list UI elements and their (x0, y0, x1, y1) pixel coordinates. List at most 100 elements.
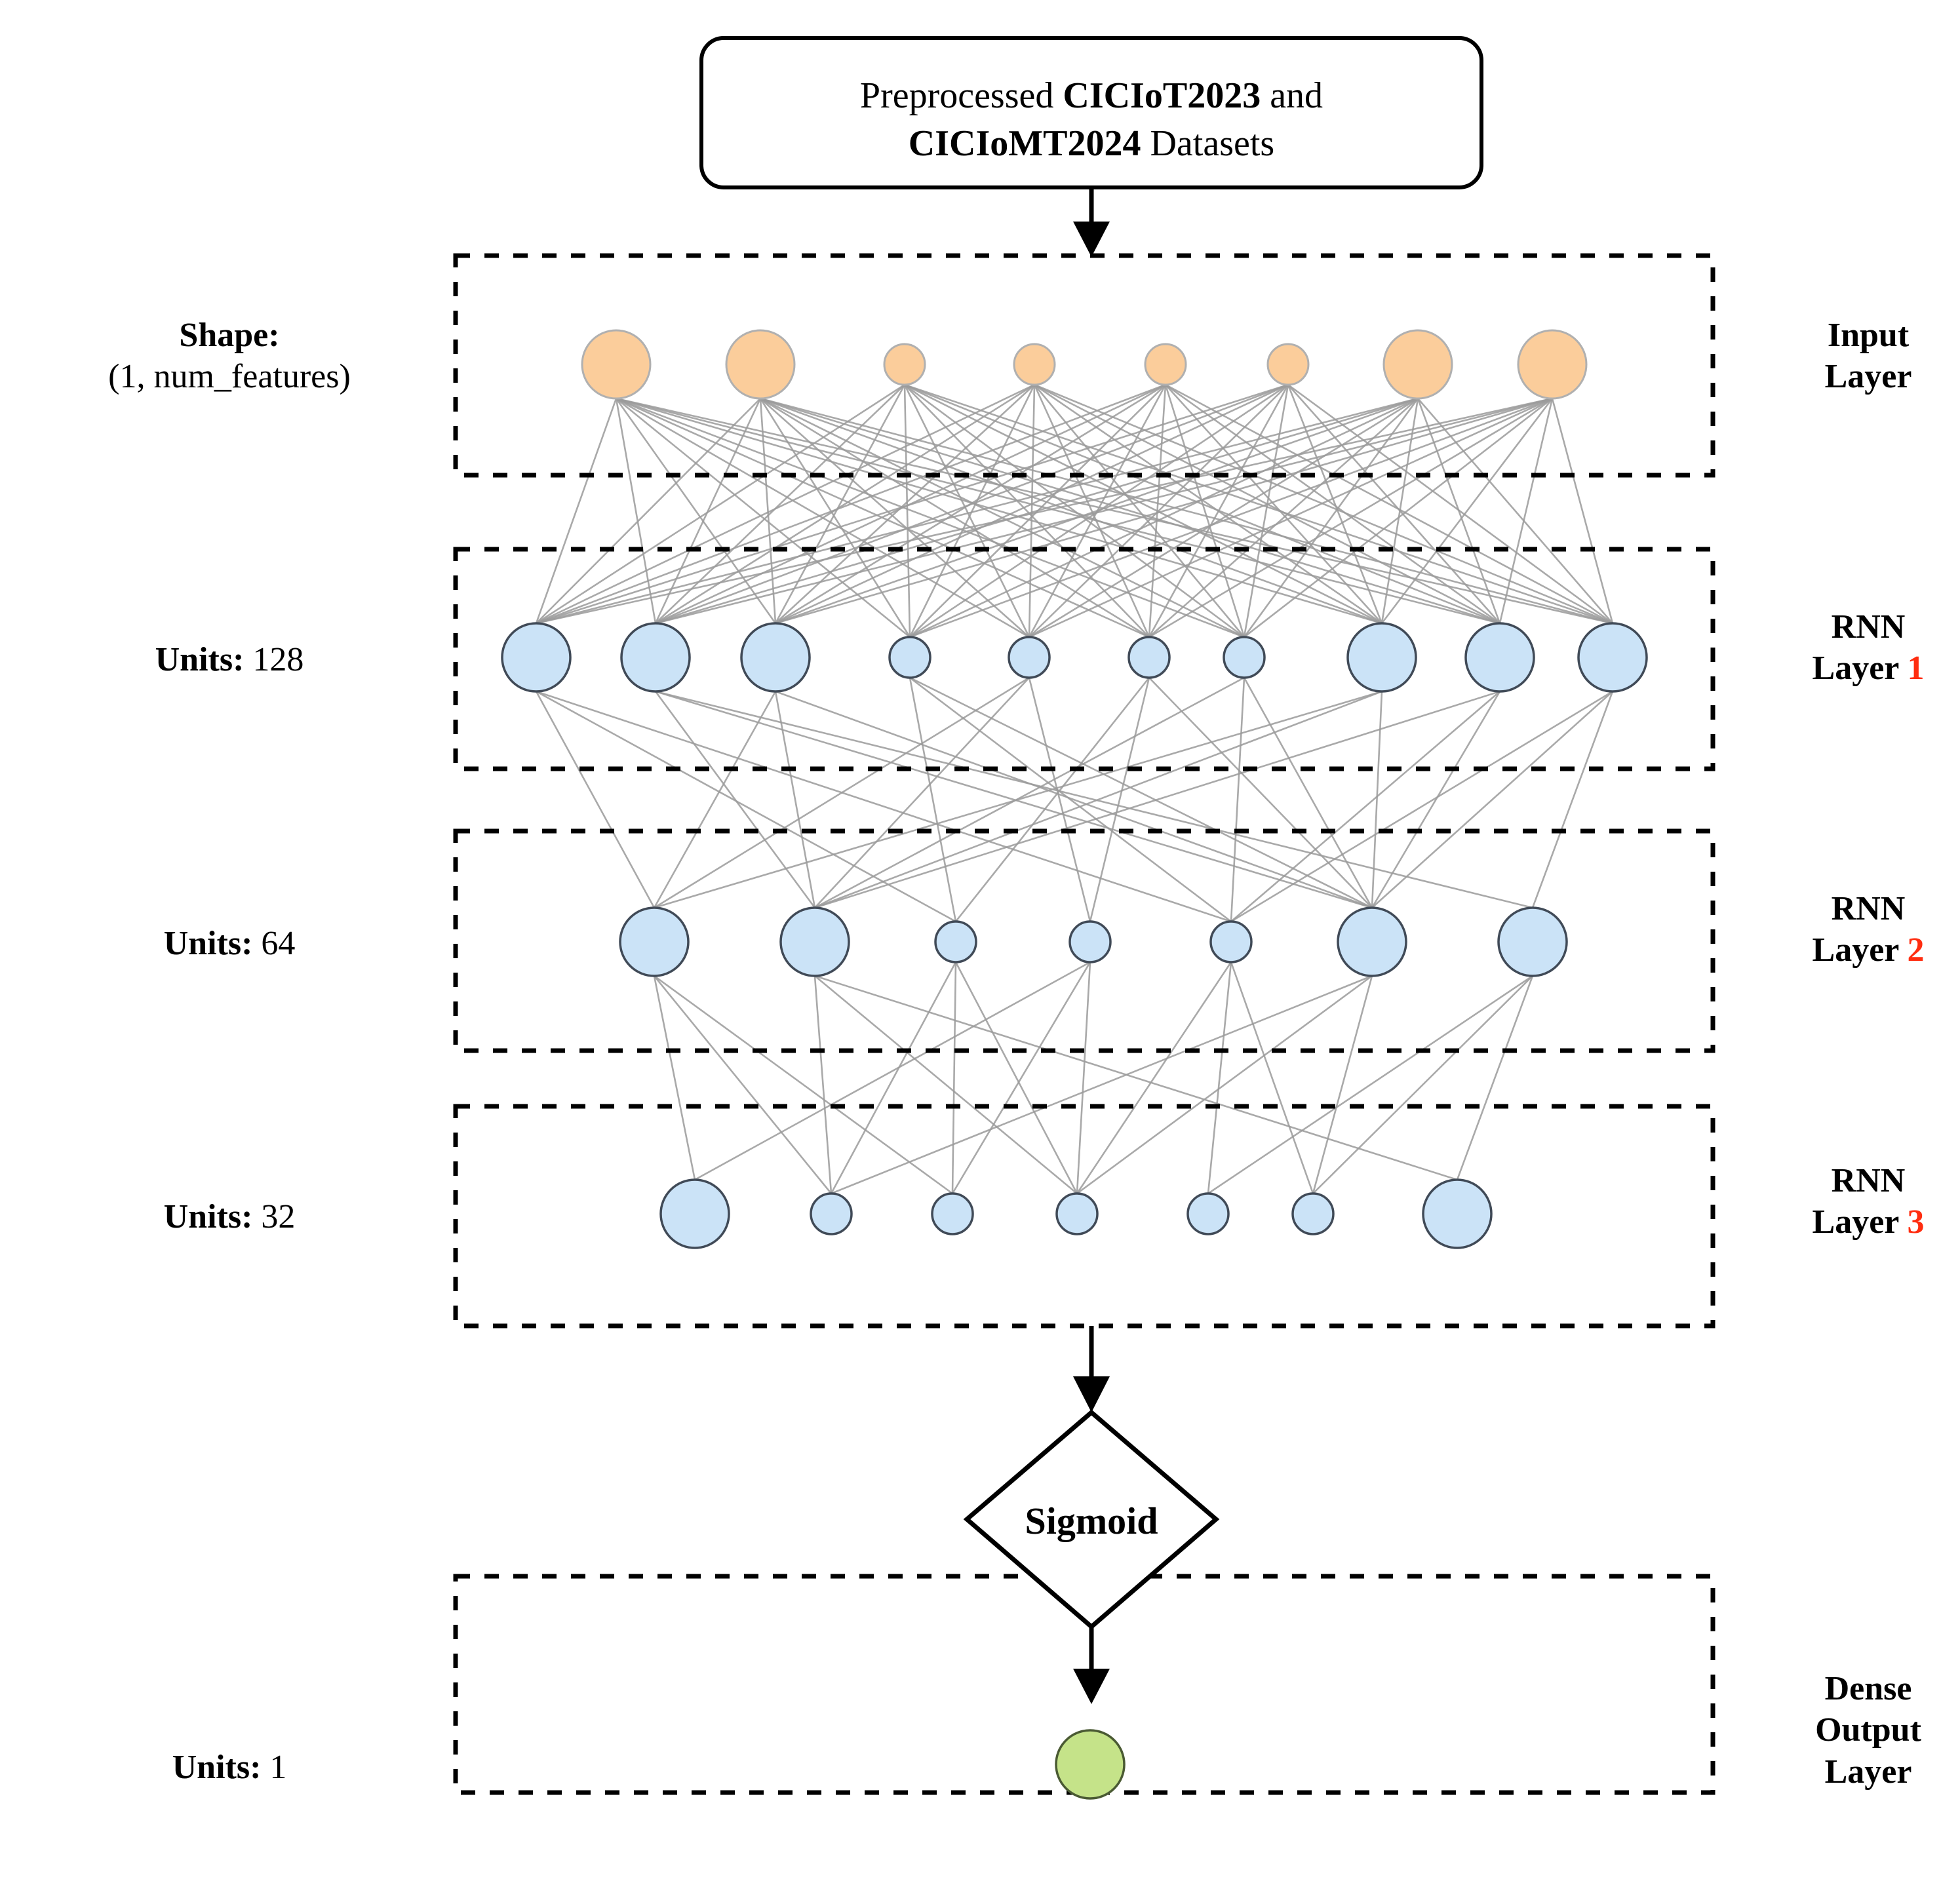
edge (653, 975, 696, 1180)
node-rnn-layer-2 (619, 906, 690, 977)
edge (1312, 975, 1373, 1194)
edge (536, 398, 761, 624)
edge (1244, 397, 1553, 638)
edge (1417, 398, 1501, 624)
edge (1243, 384, 1289, 638)
edge (1076, 961, 1232, 1194)
node-input-layer (1382, 329, 1453, 400)
node-rnn-layer-3 (1291, 1192, 1335, 1235)
right-label-line-2: Layer (1824, 358, 1912, 396)
edge (1076, 975, 1373, 1195)
edge (1287, 384, 1383, 624)
left-label-line-1: Shape: (179, 317, 280, 354)
edge (760, 397, 1613, 625)
edge (653, 975, 833, 1194)
edge (1148, 397, 1553, 638)
node-rnn-layer-1 (1127, 636, 1171, 679)
edge (536, 383, 1035, 625)
layer-box-rnn-layer-1 (453, 547, 1715, 771)
edge (1381, 398, 1554, 624)
node-input-layer (1517, 329, 1588, 400)
edge (1029, 397, 1419, 638)
edge (1230, 690, 1613, 923)
edge (535, 398, 617, 624)
node-rnn-layer-2 (779, 906, 850, 977)
edge (954, 961, 1078, 1194)
edge (774, 384, 906, 624)
node-rnn-layer-3 (810, 1192, 853, 1235)
edge (1034, 383, 1613, 625)
edge (1456, 975, 1534, 1180)
edge (909, 676, 1232, 923)
dataset-box-line-1: Preprocessed CICIoT2023 and (859, 75, 1323, 116)
edge (814, 690, 1382, 909)
node-rnn-layer-1 (620, 622, 691, 693)
node-input-layer (883, 343, 926, 386)
edge (909, 397, 1553, 638)
edge (760, 398, 1030, 638)
node-rnn-layer-1 (888, 636, 931, 679)
node-input-layer (725, 329, 796, 400)
edge (536, 383, 905, 625)
edge (951, 961, 1091, 1194)
node-dense-output-layer (1055, 1729, 1126, 1800)
right-label-rnn-layer-1: RNN Layer 1 (1731, 606, 1960, 689)
edge (615, 398, 657, 624)
edge (654, 691, 816, 908)
edge (1148, 677, 1373, 908)
edge (1230, 961, 1314, 1194)
node-rnn-layer-1 (1577, 622, 1648, 693)
edge (1165, 383, 1500, 625)
edge (1029, 397, 1553, 638)
edge (814, 676, 1245, 909)
edge (536, 383, 1166, 625)
node-rnn-layer-3 (1186, 1192, 1230, 1235)
right-label-line-1: Dense (1824, 1670, 1912, 1707)
edge (536, 397, 1553, 625)
node-rnn-layer-3 (1422, 1178, 1493, 1249)
edge (655, 384, 905, 624)
edge (775, 397, 1419, 625)
layer-box-rnn-layer-3 (453, 1104, 1715, 1329)
edge (909, 384, 1036, 638)
node-input-layer (1144, 343, 1187, 386)
dataset-box-text: Preprocessed CICIoT2023 and CICIoMT2024 … (701, 72, 1481, 168)
edge (1028, 677, 1091, 922)
dataset-box-line-2: CICIoMT2024 Datasets (908, 123, 1275, 164)
right-label-line-1: RNN (1831, 608, 1906, 646)
edge (775, 397, 1553, 625)
edge (814, 690, 1500, 909)
arrow-rnn3-to-sigmoid (1073, 1326, 1110, 1412)
edge (1230, 677, 1245, 922)
edge (1371, 691, 1613, 908)
right-label-line-1: RNN (1831, 1162, 1906, 1199)
node-input-layer (1266, 343, 1310, 386)
edge (814, 677, 1030, 908)
right-label-dense-output-layer: Dense Output Layer (1731, 1668, 1960, 1793)
arrow-sigmoid-to-output (1073, 1627, 1110, 1704)
node-rnn-layer-3 (931, 1192, 974, 1235)
edge (903, 384, 911, 638)
node-rnn-layer-1 (1008, 636, 1051, 679)
edge (775, 690, 1373, 909)
edge (774, 691, 816, 908)
node-rnn-layer-1 (740, 622, 811, 693)
edge (759, 398, 777, 624)
edge (616, 397, 911, 638)
node-rnn-layer-3 (1055, 1192, 1099, 1235)
edge (536, 690, 1232, 923)
node-rnn-layer-2 (1209, 920, 1253, 963)
node-input-layer (581, 329, 652, 400)
edge (655, 383, 1289, 625)
layer-nodes (501, 329, 1648, 1800)
edge (831, 975, 1373, 1195)
right-label-input-layer: Input Layer (1731, 315, 1960, 398)
edge (1243, 398, 1419, 638)
edge (1531, 691, 1614, 908)
edge (655, 397, 1553, 625)
edge (1034, 383, 1382, 625)
node-rnn-layer-1 (1346, 622, 1417, 693)
edge (536, 397, 1419, 625)
node-rnn-layer-1 (501, 622, 572, 693)
